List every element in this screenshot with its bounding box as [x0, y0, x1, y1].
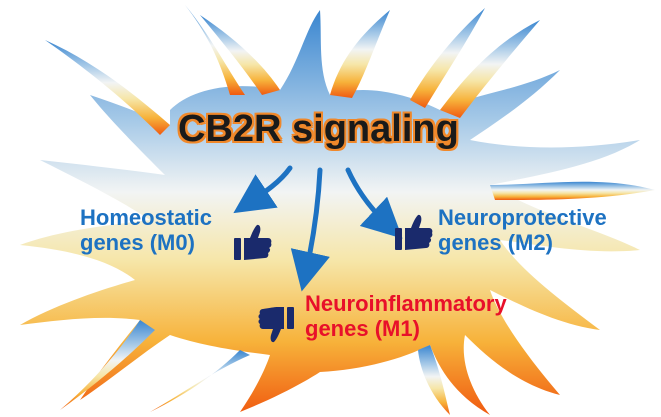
node-m0-line2: genes (M0): [80, 229, 195, 255]
node-m2-line2: genes (M2): [438, 229, 553, 255]
thumbs-up-icon: [234, 224, 272, 260]
thumbs-down-icon: [258, 307, 294, 343]
node-m1-line2: genes (M1): [305, 315, 420, 341]
arrow-to-m1: [290, 167, 330, 292]
diagram-title: CB2R signaling: [178, 108, 459, 150]
microglia-cell-shape: [20, 5, 655, 415]
node-m1-line1: Neuroinflammatory: [305, 291, 507, 316]
arrow-to-m2: [345, 167, 403, 239]
thumbs-up-icon: [395, 214, 433, 250]
node-neuroinflammatory-genes: Neuroinflammatory genes (M1): [305, 291, 507, 341]
node-neuroprotective-genes: Neuroprotective genes (M2): [438, 205, 607, 255]
arrow-to-m0: [233, 165, 293, 214]
arrows: [233, 165, 403, 292]
node-m2-line1: Neuroprotective: [438, 205, 607, 230]
node-homeostatic-genes: Homeostatic genes (M0): [80, 205, 213, 255]
node-m0-line1: Homeostatic: [80, 205, 213, 230]
